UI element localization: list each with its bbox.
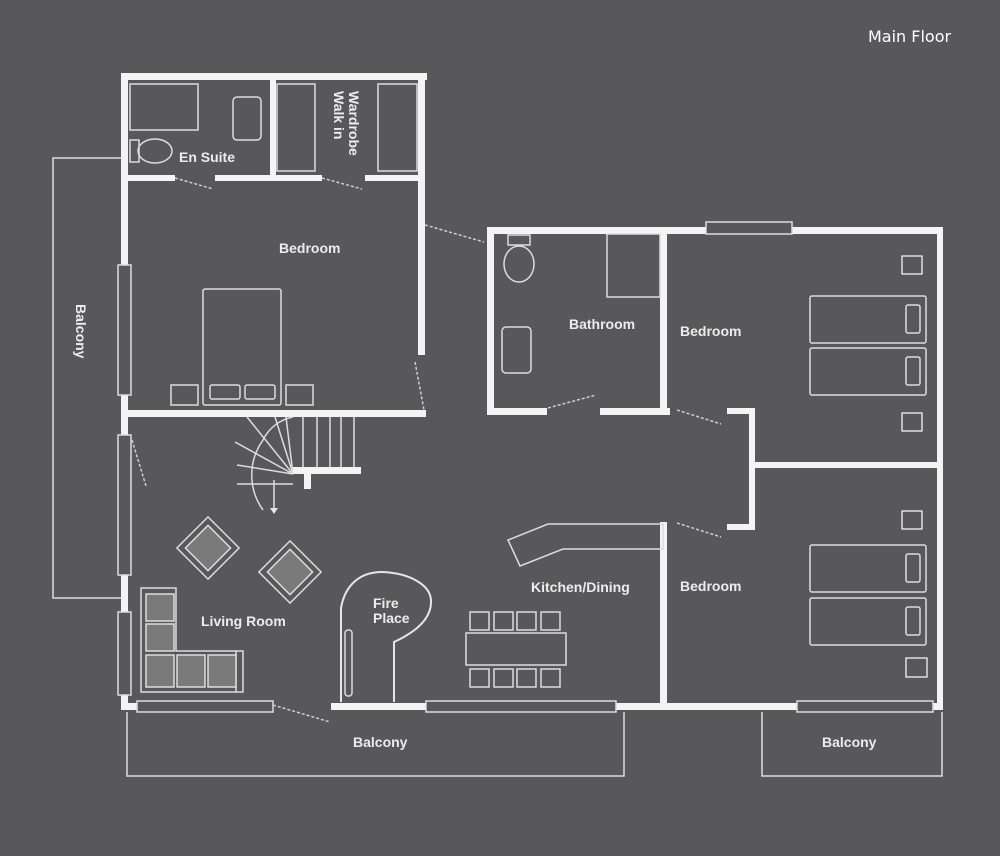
room-label-bedroom-2: Bedroom (680, 323, 741, 339)
toilet (137, 138, 173, 164)
basin (501, 326, 532, 374)
room-label-bottom-balcony: Balcony (353, 734, 408, 750)
walls (121, 73, 943, 710)
pillow (244, 384, 276, 400)
wardrobe-shelf (276, 83, 316, 172)
basin (232, 96, 262, 141)
room-label-en-suite: En Suite (179, 149, 235, 165)
nightstand (901, 412, 923, 432)
nightstand (170, 384, 199, 406)
shower (606, 233, 661, 298)
stair-post (304, 467, 311, 489)
toilet (503, 245, 535, 283)
bottom-balcony-outline (126, 712, 625, 777)
nightstand (285, 384, 314, 406)
room-label-living-room: Living Room (201, 613, 286, 629)
left-balcony-outline (52, 157, 124, 599)
stair-arrow-icon (270, 508, 278, 514)
dining-table (465, 611, 567, 688)
room-label-bedroom-3: Bedroom (680, 578, 741, 594)
wardrobe-shelf (377, 83, 418, 172)
room-label-walk-in: Walk in (331, 91, 347, 140)
kitchen-counter (506, 523, 664, 567)
armchair (257, 539, 323, 605)
fireplace (340, 570, 433, 702)
room-label-master-bedroom: Bedroom (279, 240, 340, 256)
right-balcony-outline (761, 712, 943, 777)
corner-sofa (140, 587, 244, 693)
room-label-fire: Fire (373, 595, 399, 611)
room-label-right-balcony: Balcony (822, 734, 877, 750)
room-label-wardrobe: Wardrobe (346, 91, 362, 156)
staircase (234, 416, 355, 511)
fireplace-glass (344, 629, 353, 697)
double-bed (202, 288, 282, 406)
room-label-place: Place (373, 610, 410, 626)
room-label-bathroom: Bathroom (569, 316, 635, 332)
floor-title: Main Floor (868, 27, 952, 46)
pillow (209, 384, 241, 400)
armchair (175, 515, 241, 581)
toilet-tank (507, 234, 531, 246)
room-label-kitchen-dining: Kitchen/Dining (531, 579, 630, 595)
twin-beds-lower (809, 544, 927, 646)
nightstand (901, 510, 923, 530)
door-swings (131, 177, 722, 723)
windows (117, 221, 934, 713)
stair-landing (293, 467, 361, 474)
toilet-tank (129, 139, 140, 163)
nightstand (901, 255, 923, 275)
nightstand (905, 657, 928, 678)
twin-beds-upper (809, 295, 927, 396)
room-label-left-balcony: Balcony (73, 304, 89, 359)
shower (129, 83, 199, 131)
